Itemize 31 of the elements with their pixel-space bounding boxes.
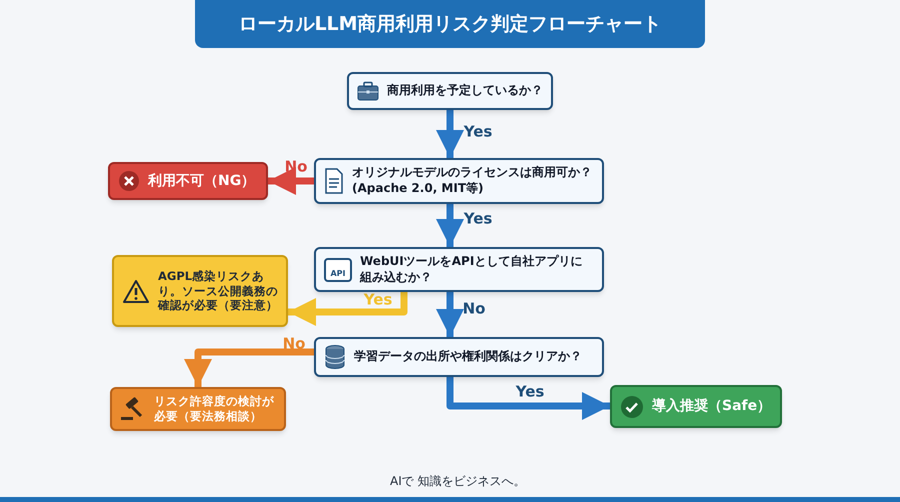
node-text: 学習データの出所や権利関係はクリアか？	[354, 349, 582, 365]
arrow	[184, 348, 314, 387]
result-box	[110, 387, 286, 431]
node-text: AGPL感染リスクあり。ソース公開義務の確認が必要（要注意）	[158, 268, 278, 314]
arrow	[436, 292, 464, 337]
node-text: 商用利用を予定しているか？	[387, 83, 543, 99]
arrow	[268, 167, 314, 195]
arrow	[436, 204, 464, 247]
arrow	[436, 110, 464, 158]
icon-label: API	[330, 270, 346, 280]
result-box	[108, 162, 268, 200]
edge-label: Yes	[462, 212, 494, 226]
result-box	[610, 385, 782, 428]
node-text: オリジナルモデルのライセンスは商用可か？ (Apache 2.0, MIT等)	[352, 165, 593, 197]
arrow	[288, 292, 408, 326]
question-box	[314, 337, 604, 377]
node-text: 導入推奨（Safe）	[652, 397, 772, 416]
edge-label: Yes	[362, 292, 394, 308]
edge-label: Yes	[462, 124, 494, 140]
edge-label: No	[282, 336, 306, 352]
title-banner: ローカルLLM商用利用リスク判定フローチャート	[195, 0, 705, 48]
node-text: 利用不可（NG）	[148, 172, 256, 190]
edge-label: No	[462, 302, 486, 316]
question-box	[314, 247, 604, 292]
edge-label: Yes	[514, 384, 546, 400]
node-text: リスク許容度の検討が必要（要法務相談）	[154, 394, 275, 424]
tagline: AIで 知識をビジネスへ。	[390, 473, 526, 490]
question-box	[347, 72, 553, 110]
question-box	[314, 158, 604, 204]
node-text: WebUIツールをAPIとして自社アプリに組み込むか？	[360, 254, 584, 286]
result-box	[112, 255, 288, 327]
